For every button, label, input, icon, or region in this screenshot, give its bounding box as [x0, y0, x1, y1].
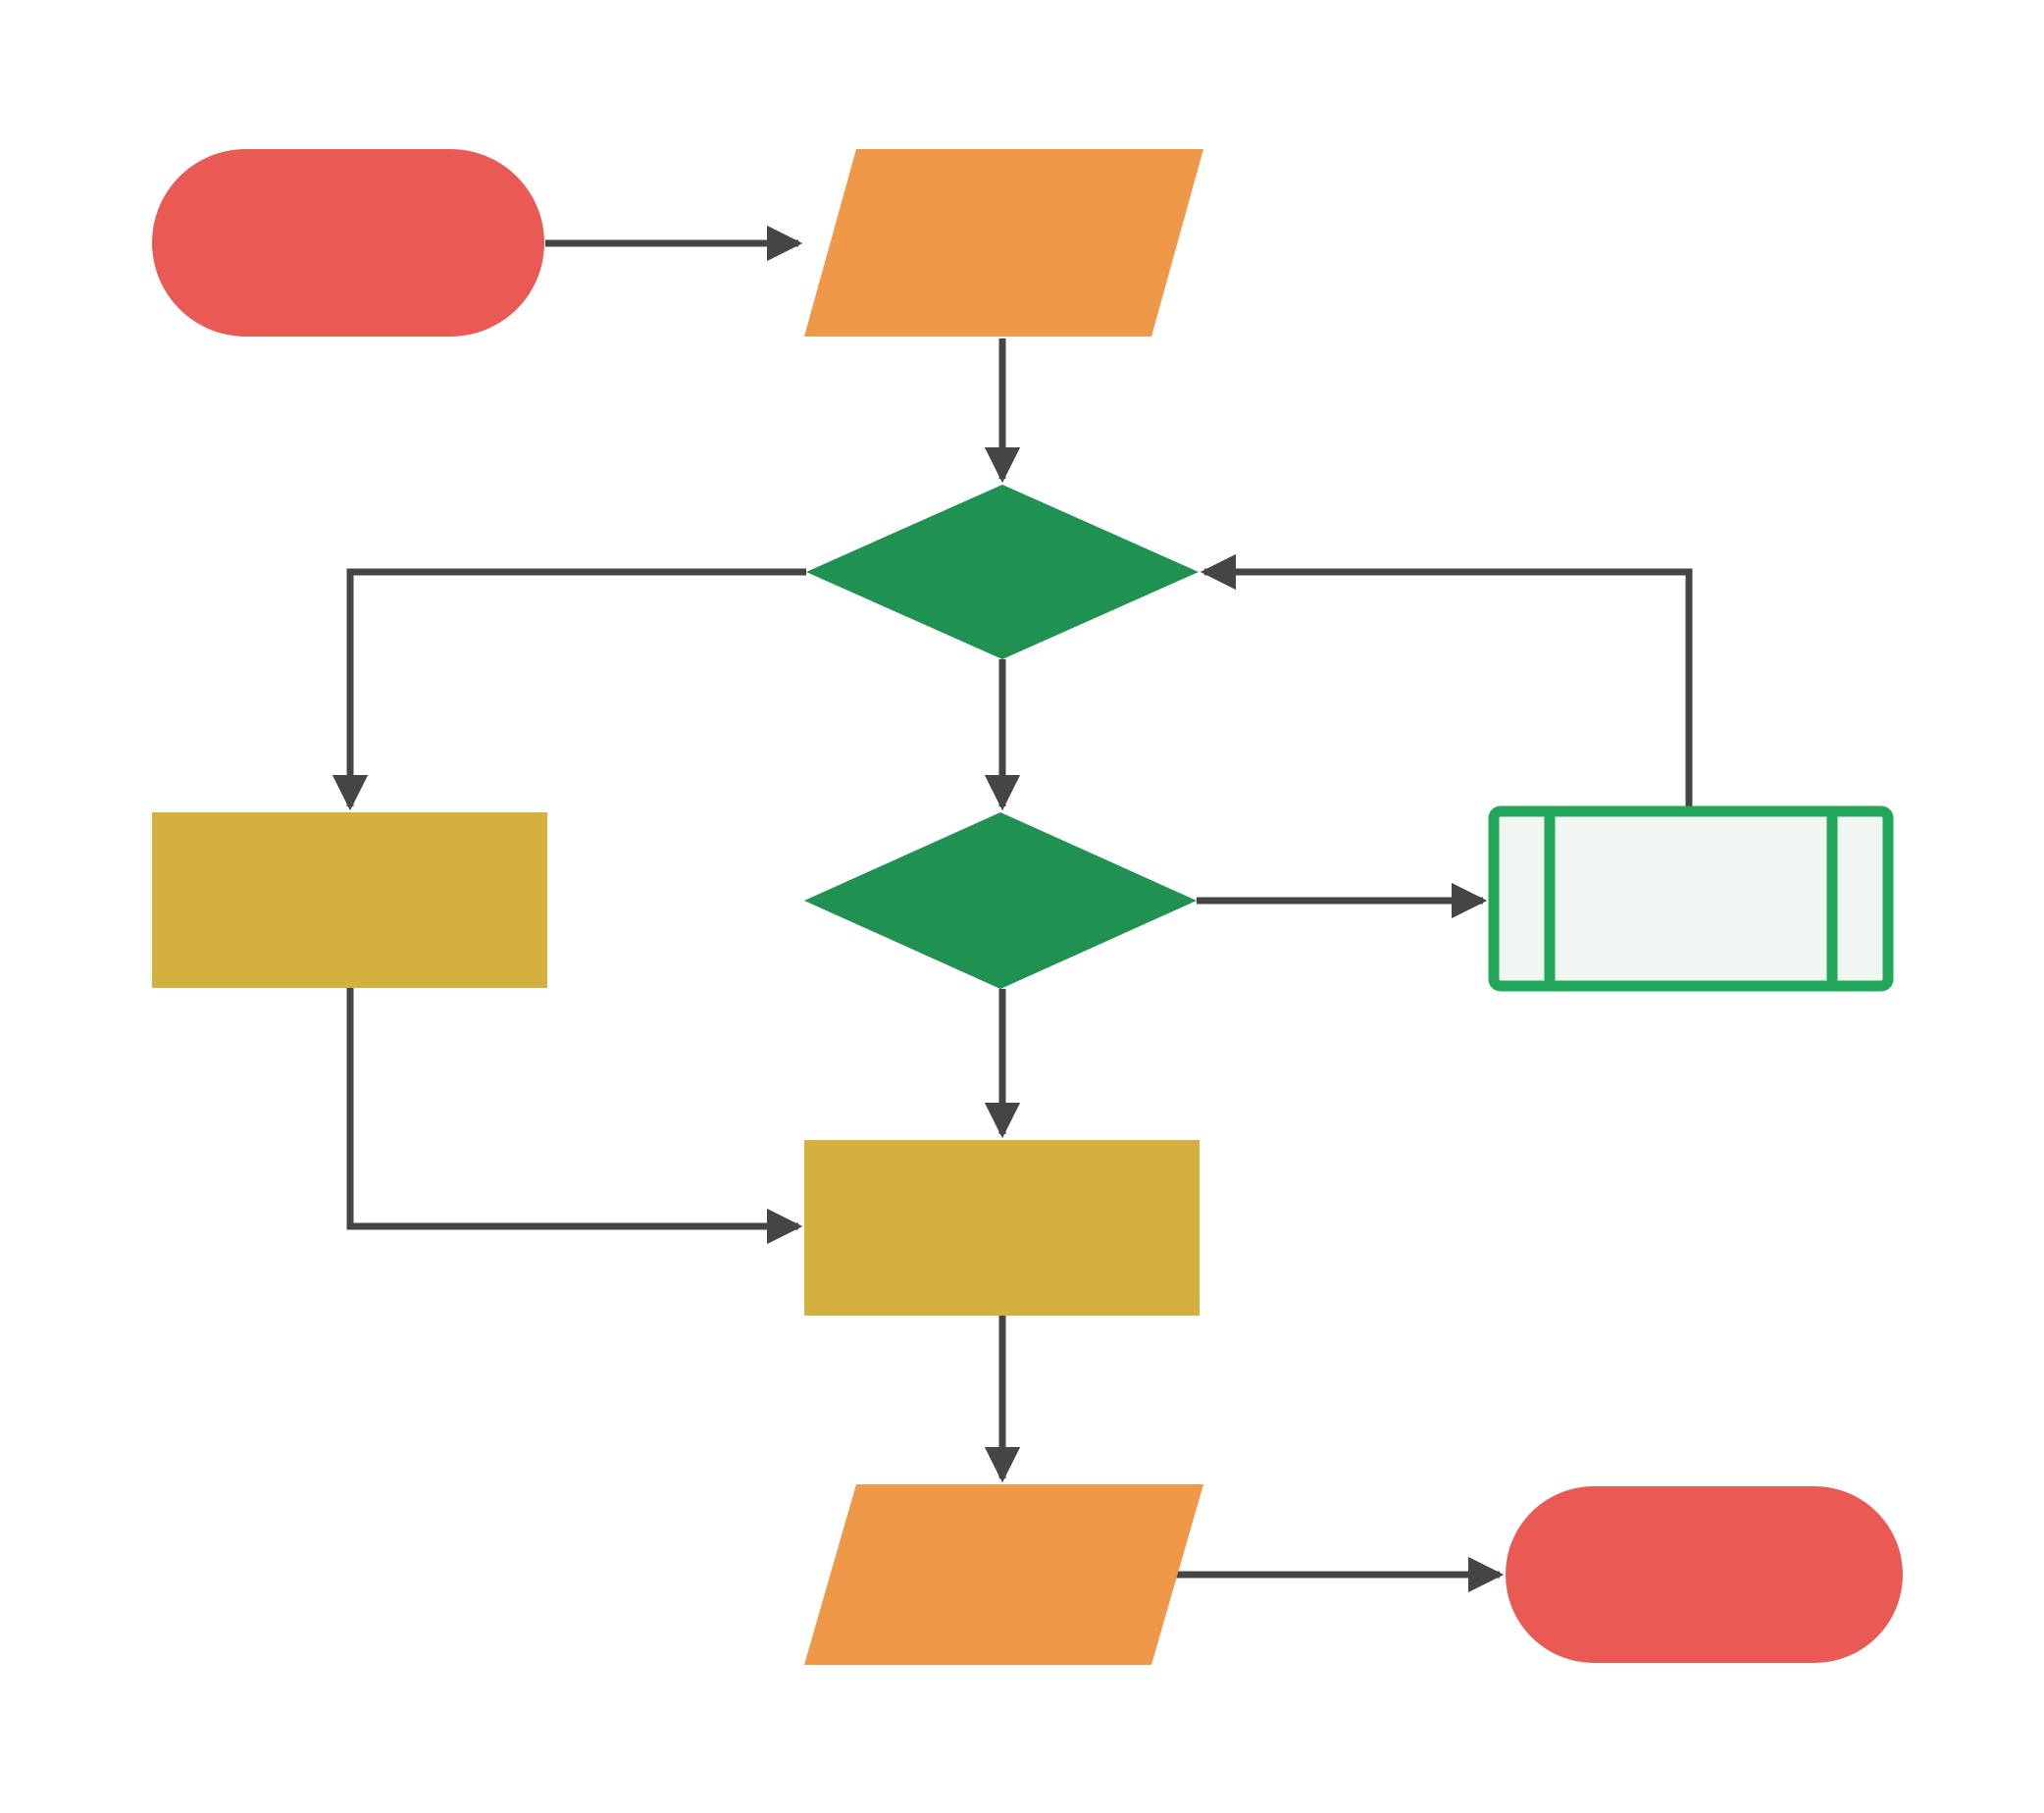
nodes-layer — [152, 149, 1903, 1665]
start-terminator-shape[interactable] — [152, 149, 544, 337]
decision-2-shape[interactable] — [804, 812, 1197, 989]
node-decision-1[interactable] — [806, 485, 1199, 659]
node-process-a[interactable] — [152, 812, 547, 988]
node-process-b[interactable] — [804, 1140, 1200, 1316]
output-parallelogram-shape[interactable] — [804, 1484, 1203, 1665]
edge-subprocess-to-decision-1-loop — [1200, 553, 1693, 806]
end-terminator-shape[interactable] — [1506, 1486, 1903, 1663]
decision-1-shape[interactable] — [806, 485, 1199, 659]
process-a-shape[interactable] — [152, 812, 547, 988]
node-decision-2[interactable] — [804, 812, 1197, 989]
edges-layer — [332, 225, 1693, 1593]
input-parallelogram-shape[interactable] — [804, 149, 1203, 337]
process-b-shape[interactable] — [804, 1140, 1200, 1316]
node-input-parallelogram[interactable] — [804, 149, 1203, 337]
node-output-parallelogram[interactable] — [804, 1484, 1203, 1665]
node-start-terminator[interactable] — [152, 149, 544, 337]
edge-decision-1-to-process-a — [332, 568, 806, 811]
node-predefined-process[interactable] — [1488, 805, 1894, 992]
node-end-terminator[interactable] — [1506, 1486, 1903, 1663]
predefined-process-outer-shape[interactable] — [1488, 805, 1894, 992]
edge-process-a-to-process-b — [346, 988, 803, 1245]
